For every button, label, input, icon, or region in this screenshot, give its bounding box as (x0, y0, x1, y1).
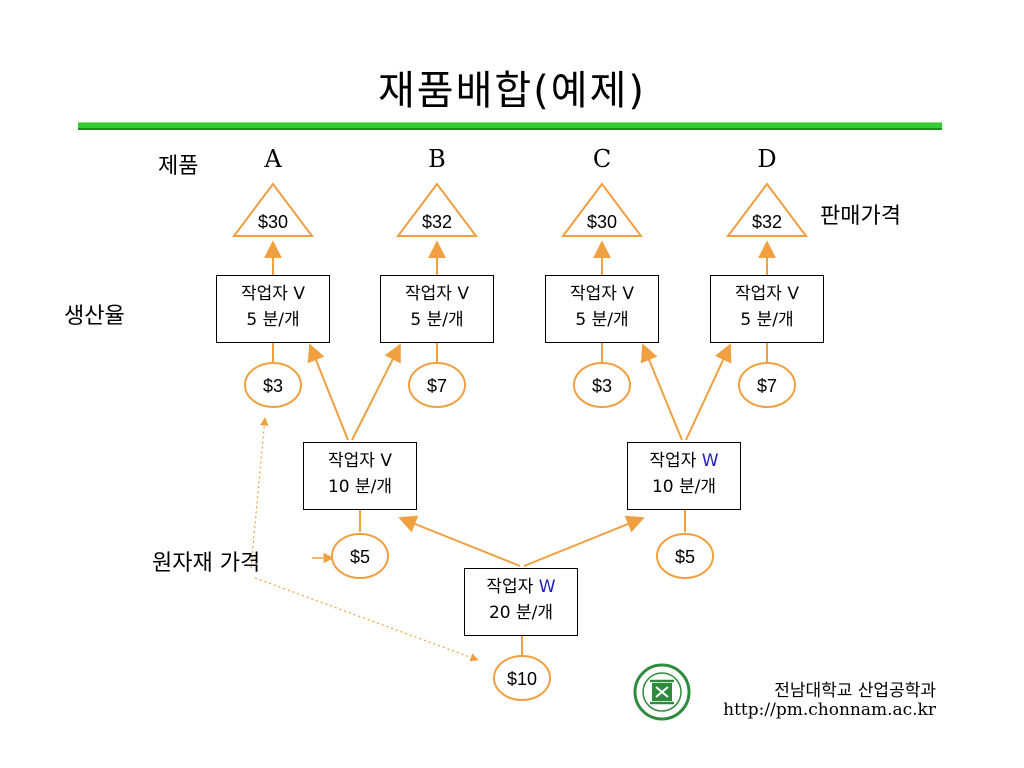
material-ellipse-mid-right (656, 533, 714, 579)
worker-id: W (538, 577, 556, 597)
edge-midleft-a (307, 343, 349, 441)
dotted-pointer-down (254, 577, 479, 662)
station-worker: 작업자 V (405, 284, 469, 304)
page-title: 재품배합(예제) (377, 68, 646, 114)
material-ellipse-a (244, 362, 302, 408)
material-ellipse-c (573, 362, 631, 408)
university-seal (633, 663, 691, 721)
station-worker: 작업자 W (486, 577, 556, 597)
product-triangle-a (232, 182, 314, 237)
station-bottom: 작업자 W 20 분/개 (464, 568, 578, 636)
station-top-d: 작업자 V 5 분/개 (710, 275, 824, 343)
station-mid-right: 작업자 W 10 분/개 (627, 442, 741, 510)
product-letter-a: A (264, 145, 282, 173)
dotted-pointer-up (250, 417, 269, 569)
edge-midright-c (640, 343, 683, 441)
product-triangle-d (726, 182, 808, 237)
material-ellipse-bottom (493, 655, 551, 701)
product-triangle-c (561, 182, 643, 237)
station-worker: 작업자 V (241, 284, 305, 304)
station-rate: 5 분/개 (575, 310, 629, 330)
station-rate: 5 분/개 (246, 310, 300, 330)
station-worker: 작업자 V (328, 451, 392, 471)
product-letter-b: B (428, 145, 446, 173)
label-raw-material-price: 원자재 가격 (152, 551, 261, 576)
product-triangle-b (396, 182, 478, 237)
material-price-d: $7 (757, 376, 777, 396)
station-mid-left: 작업자 V 10 분/개 (303, 442, 417, 510)
footer-university: 전남대학교 산업공학과 (774, 681, 936, 701)
station-rate: 5 분/개 (410, 310, 464, 330)
product-letter-c: C (592, 145, 612, 173)
label-sale-price: 판매가격 (820, 204, 901, 229)
edge-midright-d (685, 343, 732, 441)
material-price-bottom: $10 (507, 669, 537, 689)
product-price-a: $30 (258, 212, 288, 232)
worker-id: W (701, 451, 719, 471)
material-ellipse-mid-left (331, 533, 389, 579)
worker-id: V (380, 451, 392, 471)
material-ellipse-d (738, 362, 796, 408)
label-production-rate: 생산율 (64, 304, 125, 329)
material-price-mid-right: $5 (675, 547, 695, 567)
material-price-mid-left: $5 (350, 547, 370, 567)
material-price-b: $7 (427, 376, 447, 396)
station-top-a: 작업자 V 5 분/개 (216, 275, 330, 343)
product-price-b: $32 (422, 212, 452, 232)
station-rate: 10 분/개 (651, 477, 717, 497)
station-top-c: 작업자 V 5 분/개 (545, 275, 659, 343)
station-worker: 작업자 W (649, 451, 719, 471)
station-rate: 5 분/개 (740, 310, 794, 330)
material-price-a: $3 (263, 376, 283, 396)
edge-bottom-midleft (398, 515, 521, 567)
product-price-d: $32 (752, 212, 782, 232)
station-top-b: 작업자 V 5 분/개 (380, 275, 494, 343)
material-ellipse-b (408, 362, 466, 408)
footer-url[interactable]: http://pm.chonnam.ac.kr (723, 700, 936, 720)
product-price-c: $30 (587, 212, 617, 232)
station-rate: 20 분/개 (488, 603, 554, 623)
edge-midleft-b (351, 343, 401, 441)
edge-bottom-midright (523, 515, 645, 567)
title-divider (78, 122, 942, 130)
station-rate: 10 분/개 (327, 477, 393, 497)
station-worker: 작업자 V (735, 284, 799, 304)
material-price-c: $3 (592, 376, 612, 396)
label-product: 제품 (158, 154, 199, 179)
product-letter-d: D (757, 145, 777, 173)
station-worker: 작업자 V (570, 284, 634, 304)
